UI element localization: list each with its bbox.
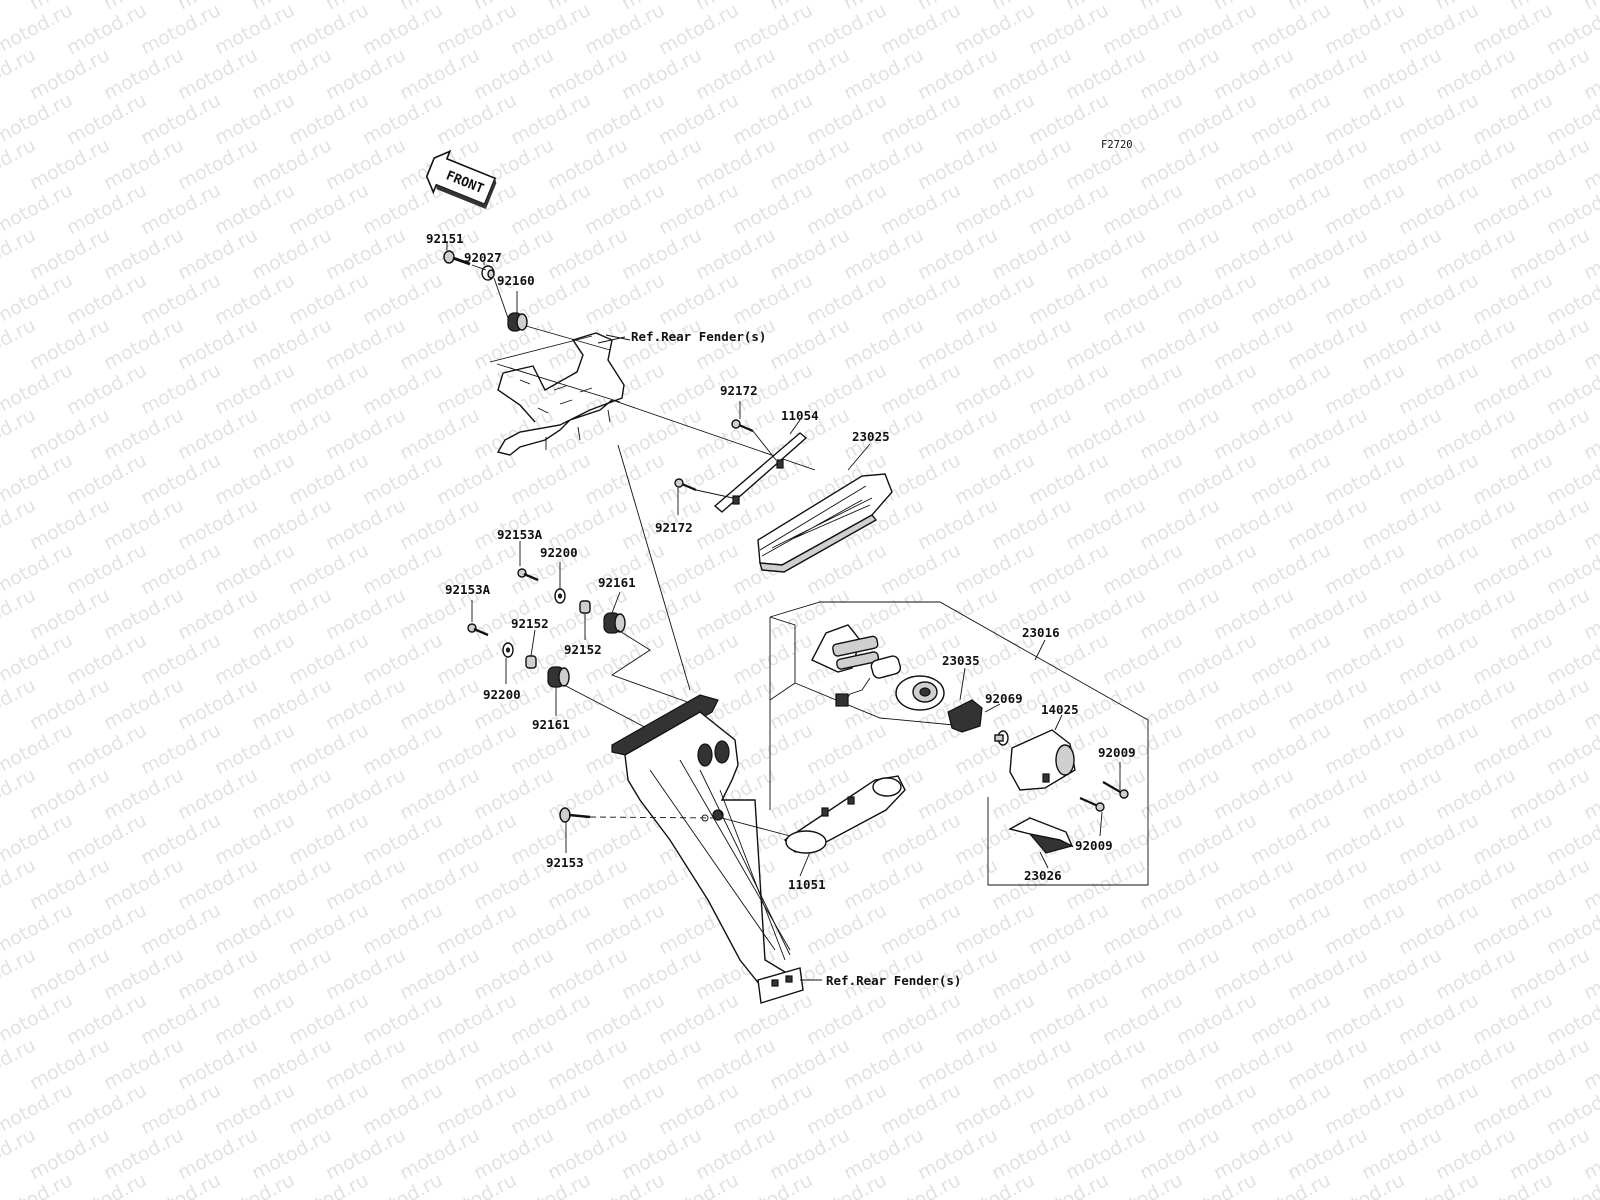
bolt-92153A-b-icon — [467, 623, 489, 637]
plate-11051 — [721, 775, 906, 854]
label-23026: 23026 — [1024, 868, 1062, 883]
label-92027: 92027 — [464, 250, 502, 265]
mid-fasteners — [467, 568, 691, 736]
label-92153A-a: 92153A — [497, 527, 543, 542]
label-92069: 92069 — [985, 691, 1023, 706]
bracket-plate — [496, 332, 625, 456]
label-92161-a: 92161 — [598, 575, 636, 590]
label-92009-b: 92009 — [1075, 838, 1113, 853]
signal-group-frame — [769, 601, 1149, 886]
label-92152-b: 92152 — [564, 642, 602, 657]
front-arrow-icon: FRONT — [425, 149, 497, 210]
label-23035: 23035 — [942, 653, 980, 668]
label-23025: 23025 — [852, 429, 890, 444]
label-92172-bottom: 92172 — [655, 520, 693, 535]
label-92172-top: 92172 — [720, 383, 758, 398]
label-92160: 92160 — [497, 273, 535, 288]
label-23016: 23016 — [1022, 625, 1060, 640]
license-bracket — [611, 694, 820, 1004]
bulb-92069-icon — [994, 730, 1009, 746]
label-92200-a: 92200 — [540, 545, 578, 560]
collar-92027-icon — [481, 265, 495, 281]
bolt-92153-icon — [559, 807, 719, 823]
shell-23026-icon — [1008, 817, 1074, 854]
collar-92152-a-icon — [579, 600, 591, 614]
bracket-11054 — [713, 432, 808, 513]
lens-14025-icon — [1009, 729, 1076, 791]
label-92161-b: 92161 — [532, 717, 570, 732]
label-92153A-b: 92153A — [445, 582, 491, 597]
label-92151: 92151 — [426, 231, 464, 246]
label-92153: 92153 — [546, 855, 584, 870]
bolt-92151-icon — [443, 250, 471, 266]
signal-23016 — [811, 624, 1129, 854]
label-92200-b: 92200 — [483, 687, 521, 702]
part-labels: 92151 92027 92160 Ref.Rear Fender(s) 921… — [426, 231, 1136, 988]
watermark-text: motod.ru — [0, 1169, 2, 1200]
label-92152-a: 92152 — [511, 616, 549, 631]
washer-92200-b-icon — [502, 642, 514, 658]
ref-rear-fender-bottom: Ref.Rear Fender(s) — [826, 973, 961, 988]
ref-rear-fender-top: Ref.Rear Fender(s) — [631, 329, 766, 344]
screw-92172-top-icon — [731, 419, 754, 433]
damper-92160-icon — [507, 312, 528, 332]
screw-92009-a-icon — [1102, 781, 1129, 799]
clip-icon — [947, 699, 983, 733]
damper-92161-a-icon — [603, 612, 626, 634]
washer-92200-a-icon — [554, 588, 566, 604]
taillight-23025 — [757, 473, 893, 573]
upper-bracket-group — [443, 250, 893, 691]
collar-92152-b-icon — [525, 655, 537, 669]
screw-92009-b-icon — [1079, 796, 1105, 812]
socket-23035-icon — [895, 675, 945, 711]
damper-92161-b-icon — [547, 666, 570, 688]
label-92009-a: 92009 — [1098, 745, 1136, 760]
leader-lines — [446, 243, 1121, 981]
bolt-92153A-a-icon — [517, 568, 539, 582]
label-14025: 14025 — [1041, 702, 1079, 717]
screw-92172-bottom-icon — [674, 478, 697, 492]
label-11054: 11054 — [781, 408, 819, 423]
figure-code: F2720 — [1101, 139, 1133, 151]
label-11051: 11051 — [788, 877, 826, 892]
